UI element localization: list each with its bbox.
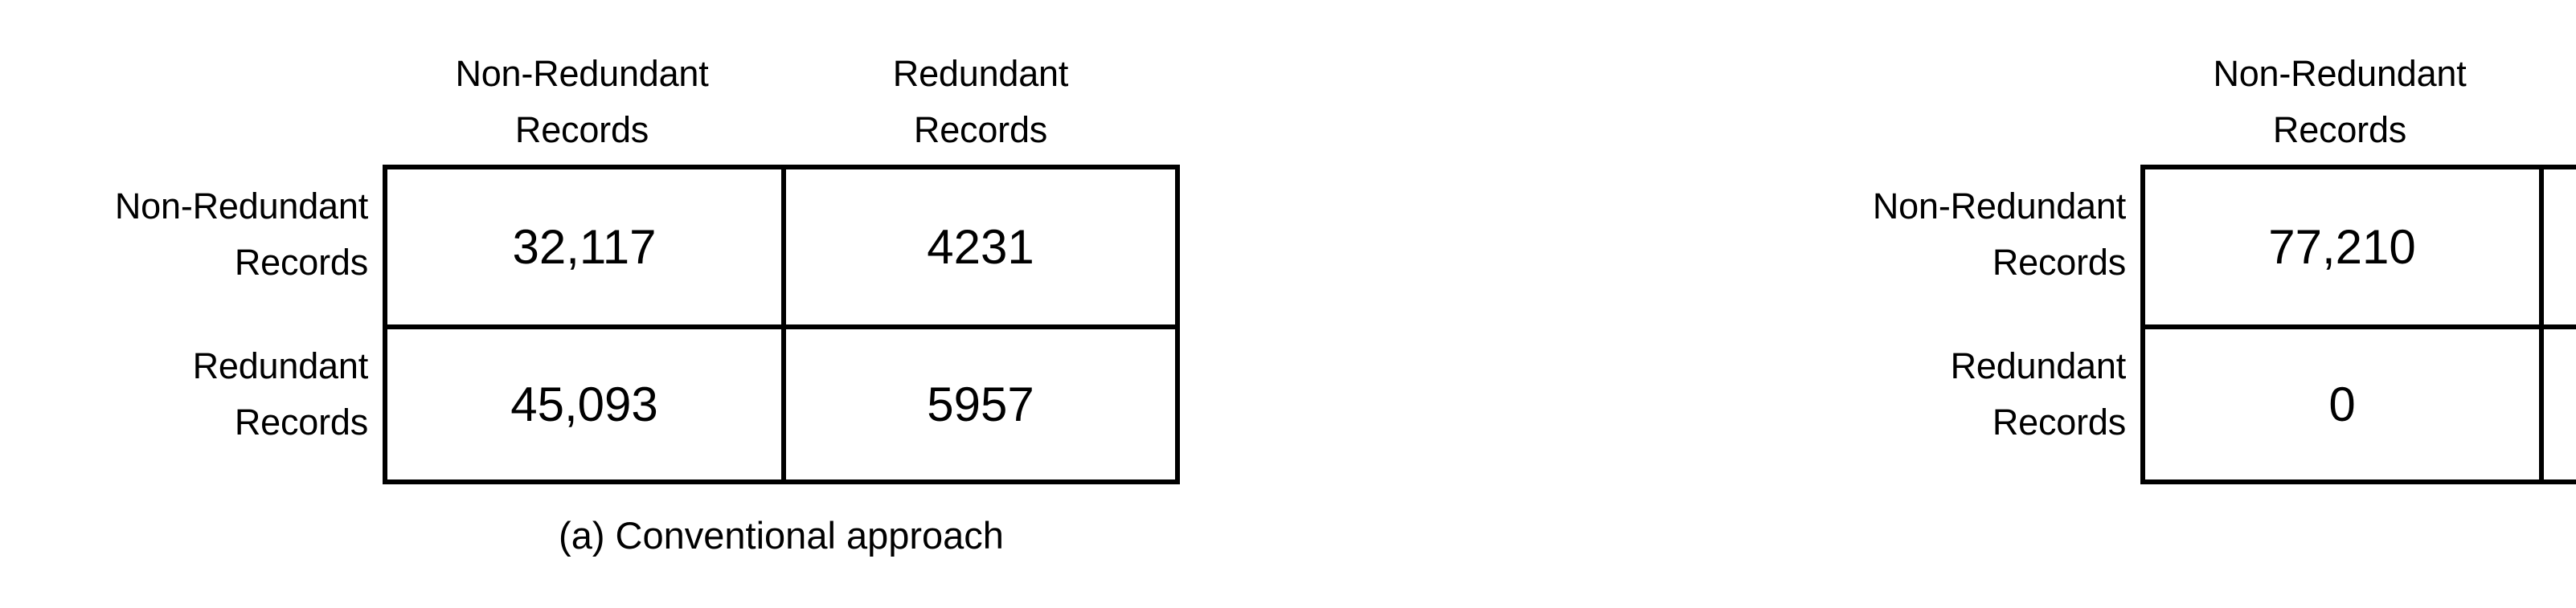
panel-proposed-approach: Non-Redundant Records Redundant Records … (1286, 0, 2576, 608)
matrix-b-column-header-1: Redundant Records (2539, 0, 2576, 165)
row-header-line-2: Records (1992, 401, 2126, 443)
row-header-line-2: Records (1992, 241, 2126, 283)
confusion-matrix-a: Non-Redundant Records Redundant Records … (0, 0, 1180, 484)
column-header-line-2: Records (913, 109, 1048, 150)
row-header-line-1: Redundant (192, 345, 369, 386)
matrix-a-row-header-0: Non-Redundant Records (0, 165, 383, 324)
matrix-b-corner-spacer (1758, 0, 2140, 165)
matrix-a-corner-spacer (0, 0, 383, 165)
column-header-line-1: Non-Redundant (455, 53, 709, 94)
matrix-b-cell-1-0: 0 (2140, 324, 2539, 484)
matrix-a-cell-1-1: 5957 (781, 324, 1180, 484)
matrix-a-cell-0-1: 4231 (781, 165, 1180, 324)
matrix-b-cell-0-0: 77,210 (2140, 165, 2539, 324)
row-header-line-2: Records (234, 401, 368, 443)
matrix-b-row-header-1: Redundant Records (1758, 324, 2140, 484)
matrix-a-cell-1-0: 45,093 (383, 324, 781, 484)
row-header-line-1: Redundant (1950, 345, 2127, 386)
matrix-a-row-header-1: Redundant Records (0, 324, 383, 484)
matrix-a-column-header-1: Redundant Records (781, 0, 1180, 165)
column-header-line-1: Redundant (892, 53, 1069, 94)
caption-panel-a: (a) Conventional approach (559, 514, 1004, 557)
matrix-b-cell-0-1: 0 (2539, 165, 2576, 324)
matrix-a-cell-0-0: 32,117 (383, 165, 781, 324)
confusion-matrix-b: Non-Redundant Records Redundant Records … (1758, 0, 2576, 484)
row-header-line-2: Records (234, 241, 368, 283)
column-header-line-2: Records (514, 109, 649, 150)
matrix-b-row-header-0: Non-Redundant Records (1758, 165, 2140, 324)
matrix-b-cell-1-1: 10,188 (2539, 324, 2576, 484)
panel-conventional-approach: Non-Redundant Records Redundant Records … (0, 0, 1286, 608)
row-header-line-1: Non-Redundant (1872, 185, 2126, 226)
column-header-line-1: Non-Redundant (2213, 53, 2467, 94)
matrix-b-column-header-0: Non-Redundant Records (2140, 0, 2539, 165)
matrix-a-column-header-0: Non-Redundant Records (383, 0, 781, 165)
column-header-line-2: Records (2272, 109, 2407, 150)
row-header-line-1: Non-Redundant (114, 185, 368, 226)
